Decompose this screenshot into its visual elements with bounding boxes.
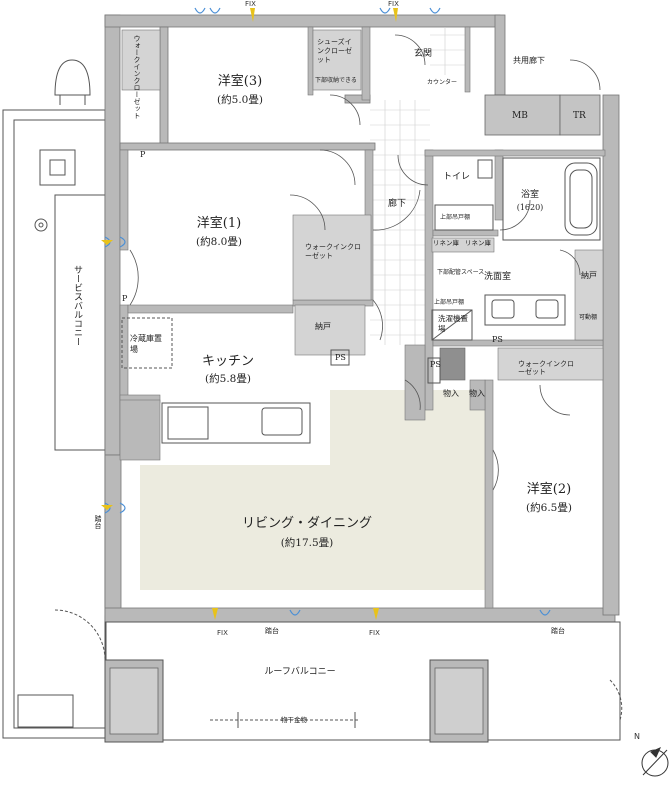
- window-marks: [104, 7, 551, 616]
- counter-label: カウンター: [427, 79, 458, 86]
- outdoor-unit: [54, 59, 91, 105]
- corridor-label: 廊下: [388, 199, 407, 209]
- walkin-closet-1-label: ウォークインクローゼット: [305, 243, 361, 261]
- roof-balcony-frame: [104, 621, 623, 741]
- bathroom-fixtures: [431, 157, 601, 341]
- kitchen-name: キッチン: [201, 354, 255, 369]
- western1-size: (約8.0畳): [196, 236, 242, 248]
- bath-size: (1620): [516, 203, 544, 212]
- kitchen-fixtures: [121, 317, 441, 444]
- ps2-label: PS: [430, 360, 441, 369]
- ps-dark: [439, 347, 466, 381]
- walkin-closet-3-label: ウォークインクローゼット: [133, 35, 141, 119]
- fix4-label: FIX: [369, 629, 380, 637]
- western1-name: 洋室(1): [196, 216, 242, 231]
- service-balcony-label: サービスバルコニー: [72, 265, 82, 346]
- roof-balcony-pillar-inner: [109, 667, 484, 735]
- toilet-label: トイレ: [443, 172, 471, 182]
- western2-size: (約6.5畳): [526, 502, 572, 514]
- upper-cabinet-label: 上部吊戸棚: [434, 299, 465, 306]
- mb-label: MB: [512, 111, 528, 121]
- entrance-label: 玄関: [414, 49, 433, 59]
- linen1-label: リネン庫: [433, 239, 459, 247]
- shared-corridor-label: 共用廊下: [513, 56, 545, 65]
- corridor-tiles: [370, 27, 465, 345]
- step3-label: 踏台: [551, 627, 565, 635]
- compass: [641, 747, 669, 777]
- fix3-label: FIX: [217, 629, 228, 637]
- lower-pipe-label: 下部配管スペース: [437, 269, 485, 276]
- toilet-shelf-label: 上部吊戸棚: [440, 214, 471, 221]
- storage1-label: 納戸: [315, 322, 331, 331]
- p1-label: P: [140, 150, 146, 159]
- roof-balcony-label: ルーフバルコニー: [264, 667, 336, 677]
- shoe-shelf-label: 下部収納できる: [315, 77, 357, 84]
- ps3-label: PS: [492, 335, 503, 344]
- western2-name: 洋室(2): [526, 482, 572, 497]
- movable-shelf-label: 可動棚: [579, 314, 598, 321]
- living-name: リビング・ダイニング: [241, 516, 373, 531]
- storage-b-label: 物入: [469, 389, 485, 398]
- western3-name: 洋室(3): [217, 74, 263, 89]
- tr-label: TR: [573, 111, 586, 121]
- kitchen-size: (約5.8畳): [205, 373, 251, 385]
- mb-tr-boxes: [484, 94, 601, 136]
- living-floor: [140, 390, 490, 590]
- balcony-fixtures: [17, 149, 76, 728]
- fix1-label: FIX: [245, 0, 256, 8]
- service-balcony-frame: [2, 109, 108, 739]
- bath-name: 浴室: [520, 190, 540, 200]
- shoes-closet-label: シューズインクローゼット: [317, 38, 352, 65]
- north-label: N: [634, 732, 640, 741]
- western3-size: (約5.0畳): [217, 94, 263, 106]
- linen2-label: リネン庫: [465, 239, 491, 247]
- step1-label: 踏台: [94, 515, 102, 529]
- window-fix-marks: [101, 8, 398, 620]
- outer-walls: [104, 14, 620, 623]
- fix2-label: FIX: [388, 0, 399, 8]
- p2-label: P: [122, 294, 128, 303]
- washroom-label: 洗面室: [484, 272, 512, 282]
- walkin-closet-2-label: ウォークインクローゼット: [518, 360, 574, 377]
- door-swings: [129, 34, 601, 491]
- washer-label: 洗濯機置場: [438, 314, 468, 333]
- ps1-label: PS: [335, 353, 346, 362]
- storage-a-label: 物入: [443, 389, 459, 398]
- fridge-label: 冷蔵庫置場: [130, 334, 162, 355]
- living-size: (約17.5畳): [280, 537, 334, 549]
- closets: [121, 29, 604, 381]
- step2-label: 踏台: [265, 627, 279, 635]
- storage2-label: 納戸: [581, 271, 597, 280]
- laundry-rack-label: 物干金物: [281, 716, 307, 724]
